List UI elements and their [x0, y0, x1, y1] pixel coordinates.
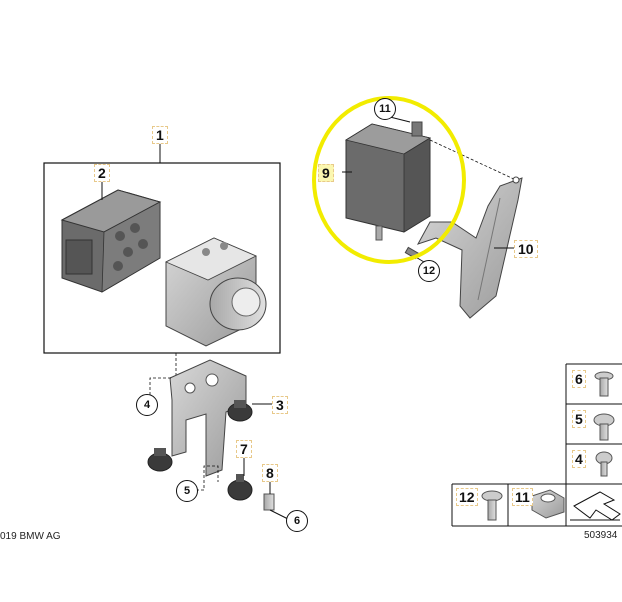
control-unit-part-2: [60, 189, 162, 293]
callout-6[interactable]: 6: [286, 510, 308, 532]
highlight-ring-part-9: [312, 96, 466, 264]
hydraulic-unit: [165, 237, 267, 347]
callout-7[interactable]: 7: [236, 440, 252, 458]
table-screw-12: [481, 490, 503, 521]
table-label-6[interactable]: 6: [572, 370, 586, 388]
callout-3[interactable]: 3: [272, 396, 288, 414]
assembly-frame: [43, 162, 281, 354]
rubber-mount-left: [147, 448, 173, 472]
rubber-mount-part-3: [227, 400, 253, 422]
callout-1[interactable]: 1: [152, 126, 168, 144]
mounting-bracket: [169, 359, 247, 477]
table-screw-4: [595, 451, 613, 477]
callout-10[interactable]: 10: [514, 240, 538, 258]
direction-arrow-icon: [570, 491, 621, 521]
table-screw-5: [593, 413, 615, 441]
diagram-number: 503934: [584, 530, 618, 541]
callout-8[interactable]: 8: [262, 464, 278, 482]
callout-2[interactable]: 2: [94, 164, 110, 182]
callout-12[interactable]: 12: [418, 260, 440, 282]
table-screw-6: [594, 371, 614, 397]
callout-4[interactable]: 4: [136, 394, 158, 416]
table-label-5[interactable]: 5: [572, 410, 586, 428]
callout-5[interactable]: 5: [176, 480, 198, 502]
callout-11[interactable]: 11: [374, 98, 396, 120]
copyright-text: 019 BMW AG: [0, 531, 61, 542]
table-label-12[interactable]: 12: [456, 488, 478, 506]
callout-9[interactable]: 9: [318, 164, 334, 182]
stud-part-8: [263, 493, 275, 511]
bracket-part-10: [416, 176, 523, 319]
parts-table-grid: [451, 363, 622, 527]
rubber-mount-part-7: [227, 474, 253, 501]
table-label-4[interactable]: 4: [572, 450, 586, 468]
table-nut-11: [531, 489, 565, 519]
leader-line-4: [149, 377, 172, 395]
table-label-11[interactable]: 11: [512, 488, 533, 506]
leader-line-5: [196, 465, 219, 491]
